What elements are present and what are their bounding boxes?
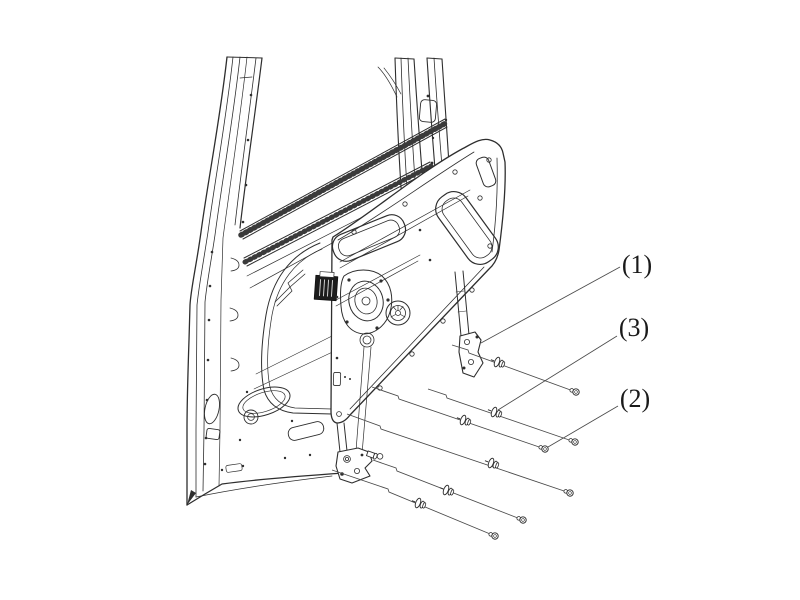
- glass-channel-frame-upper-inner: [337, 219, 401, 257]
- screw-axis-line: [331, 469, 496, 537]
- callout-2: (2): [547, 384, 650, 448]
- washer-screw: [490, 356, 506, 368]
- door-sill: [186, 472, 345, 506]
- glass-channel-frame-right-inner: [441, 197, 493, 259]
- callout-1: (1): [480, 250, 652, 344]
- mounting-screw: [563, 489, 574, 497]
- mounting-screw: [568, 438, 579, 446]
- mounting-screw: [488, 532, 499, 540]
- motor-connector: [313, 271, 339, 302]
- callouts: (1) (3) (2): [480, 250, 652, 448]
- guide-rail-bracket: [458, 331, 484, 378]
- door-front-pillar: [186, 56, 263, 506]
- washer-screw: [411, 497, 427, 509]
- callout-1-label: (1): [622, 250, 652, 279]
- screw-axis-line: [451, 344, 577, 393]
- screw-axis-line: [346, 413, 571, 494]
- regulator-motor: [339, 269, 393, 335]
- mounting-screw: [569, 388, 580, 396]
- regulator-carrier-panel: [330, 138, 506, 424]
- washer-screws: [411, 356, 506, 509]
- bottom-bracket-details: [340, 450, 384, 476]
- leader-line: [497, 335, 618, 411]
- screw-axis-line: [372, 459, 524, 521]
- guide-rail: [454, 270, 470, 337]
- washer-screw: [487, 406, 503, 418]
- mounting-screws: [488, 388, 580, 540]
- panel-screw-holes: [335, 157, 493, 417]
- guide-rail-bracket-holes: [462, 335, 479, 370]
- glass-channel-frame-upper: [331, 214, 407, 262]
- callout-2-label: (2): [620, 384, 650, 413]
- window-regulator-assembly: [313, 138, 506, 484]
- fastener-axis-lines: [331, 344, 577, 537]
- cable-tensioner: [365, 450, 384, 460]
- washer-screw: [439, 484, 455, 496]
- lower-rail-strip: [336, 422, 348, 453]
- callout-3-label: (3): [619, 313, 649, 342]
- glass-channel-frame-right: [435, 190, 499, 266]
- mounting-screw: [516, 516, 527, 524]
- callout-3: (3): [497, 313, 649, 411]
- leader-line: [547, 405, 619, 448]
- weld-dots: [203, 93, 253, 466]
- drive-gear: [385, 300, 411, 326]
- regulator-cables: [355, 346, 372, 455]
- screw-axis-line: [371, 386, 546, 450]
- door-frame: [186, 56, 453, 506]
- cable-drum: [355, 332, 375, 455]
- mounting-screw: [538, 445, 549, 453]
- washer-screw: [456, 414, 472, 426]
- washer-screw: [484, 457, 500, 469]
- leader-line: [480, 266, 621, 344]
- screw-axis-line: [427, 388, 576, 443]
- belt-rails: [238, 118, 449, 289]
